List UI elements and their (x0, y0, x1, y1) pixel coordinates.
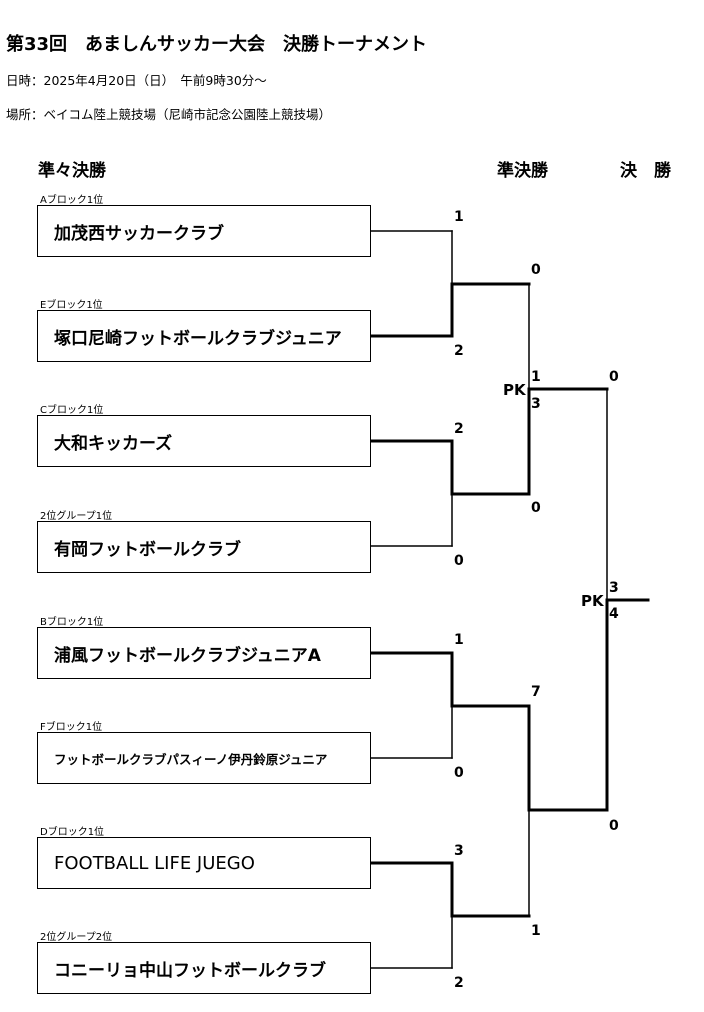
block-label: Eブロック1位 (40, 300, 103, 311)
team-name: 有岡フットボールクラブ (54, 539, 241, 560)
team-box: FOOTBALL LIFE JUEGO (37, 837, 371, 889)
sf-score: 1 (531, 923, 541, 939)
pk-score: 4 (609, 606, 619, 622)
block-label: Bブロック1位 (40, 617, 104, 628)
qf-score: 0 (454, 553, 464, 569)
qf-score: 1 (454, 632, 464, 648)
final-score: 0 (609, 818, 619, 834)
qf-score: 0 (454, 765, 464, 781)
qf-score: 2 (454, 343, 464, 359)
block-label: Aブロック1位 (40, 195, 104, 206)
team-name: コニーリョ中山フットボールクラブ (54, 960, 326, 981)
pk-score: 3 (609, 580, 619, 596)
block-label: Fブロック1位 (40, 722, 103, 733)
sf-score: 0 (531, 500, 541, 516)
qf-score: 2 (454, 421, 464, 437)
team-box: 浦風フットボールクラブジュニアA (37, 627, 371, 679)
team-name: 浦風フットボールクラブジュニアA (54, 645, 321, 666)
qf-score: 2 (454, 975, 464, 991)
team-box: 大和キッカーズ (37, 415, 371, 467)
team-box: 加茂西サッカークラブ (37, 205, 371, 257)
team-name: 加茂西サッカークラブ (54, 223, 224, 244)
final-score: 0 (609, 369, 619, 385)
block-label: 2位グループ1位 (40, 511, 113, 522)
round-quarterfinal-heading: 準々決勝 (38, 161, 106, 181)
team-box: 有岡フットボールクラブ (37, 521, 371, 573)
block-label: 2位グループ2位 (40, 932, 113, 943)
pk-score: 1 (531, 369, 541, 385)
team-name: フットボールクラブパスィーノ伊丹鈴原ジュニア (54, 751, 328, 767)
pk-score: 3 (531, 396, 541, 412)
page-title: 第33回 あましんサッカー大会 決勝トーナメント (6, 34, 428, 55)
block-label: Dブロック1位 (40, 827, 105, 838)
event-venue: 場所：ベイコム陸上競技場（尼崎市記念公園陸上競技場） (6, 107, 332, 122)
pk-label: PK (581, 592, 604, 610)
team-name: 大和キッカーズ (54, 433, 173, 454)
qf-score: 1 (454, 209, 464, 225)
team-box: フットボールクラブパスィーノ伊丹鈴原ジュニア (37, 732, 371, 784)
sf-score: 0 (531, 262, 541, 278)
round-semifinal-heading: 準決勝 (497, 161, 548, 181)
event-datetime: 日時：2025年4月20日（日） 午前9時30分～ (6, 73, 267, 88)
pk-label: PK (503, 381, 526, 399)
round-final-heading: 決 勝 (620, 161, 671, 181)
sf-score: 7 (531, 684, 541, 700)
team-name: 塚口尼崎フットボールクラブジュニア (54, 328, 342, 349)
team-name: FOOTBALL LIFE JUEGO (54, 852, 255, 874)
team-box: 塚口尼崎フットボールクラブジュニア (37, 310, 371, 362)
team-box: コニーリョ中山フットボールクラブ (37, 942, 371, 994)
qf-score: 3 (454, 843, 464, 859)
block-label: Cブロック1位 (40, 405, 104, 416)
